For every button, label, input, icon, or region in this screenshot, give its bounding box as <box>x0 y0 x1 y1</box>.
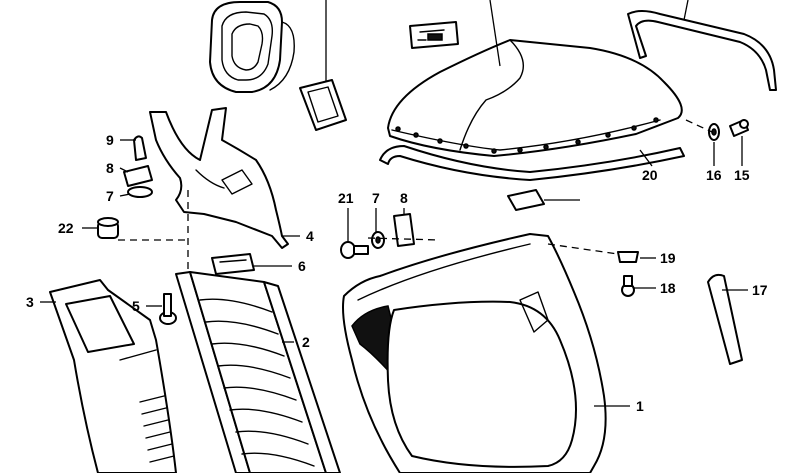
callout-22: 22 <box>58 220 74 236</box>
callout-5: 5 <box>132 298 140 314</box>
callout-16: 16 <box>706 167 722 183</box>
retainer-8 <box>123 165 153 187</box>
clip-19 <box>617 251 639 263</box>
seal-strip-top <box>627 0 777 91</box>
square-seal <box>299 0 347 131</box>
screw-18 <box>621 275 635 297</box>
callout-8-left: 8 <box>106 160 114 176</box>
panel-vents <box>139 395 175 463</box>
nut-7 <box>127 186 153 198</box>
callout-8-centre: 8 <box>400 190 408 206</box>
callout-7-left: 7 <box>106 188 114 204</box>
screw-5 <box>146 293 177 325</box>
label-plate <box>409 21 459 49</box>
screw-21 <box>340 241 369 259</box>
callout-9: 9 <box>106 132 114 148</box>
cap-9 <box>133 135 147 161</box>
nut-7-centre <box>371 231 385 249</box>
callout-19: 19 <box>660 250 676 266</box>
hood-lid <box>387 0 683 157</box>
callout-1: 1 <box>636 398 644 414</box>
grille-slats <box>199 298 315 467</box>
callout-21: 21 <box>338 190 354 206</box>
rubber-grommet <box>209 1 295 93</box>
front-panel <box>342 233 630 473</box>
callout-2: 2 <box>302 334 310 350</box>
seal-strip-17 <box>707 273 748 365</box>
callout-7-centre: 7 <box>372 190 380 206</box>
callout-15: 15 <box>734 167 750 183</box>
callout-18: 18 <box>660 280 676 296</box>
clip-8-centre <box>393 213 415 247</box>
washer-16 <box>708 123 720 141</box>
hood-clip <box>507 189 580 211</box>
bushing-22 <box>97 217 119 239</box>
cover-panel <box>40 279 177 473</box>
mounting-bracket <box>149 107 289 249</box>
callout-4: 4 <box>306 228 314 244</box>
grille <box>175 271 341 473</box>
callout-20: 20 <box>642 167 658 183</box>
lid-rivets <box>395 117 659 154</box>
callout-6: 6 <box>298 258 306 274</box>
callout-3: 3 <box>26 294 34 310</box>
seal-strip-20 <box>379 145 685 181</box>
callout-17: 17 <box>752 282 768 298</box>
seal-strip-6 <box>211 253 292 275</box>
clip-15 <box>729 119 749 137</box>
